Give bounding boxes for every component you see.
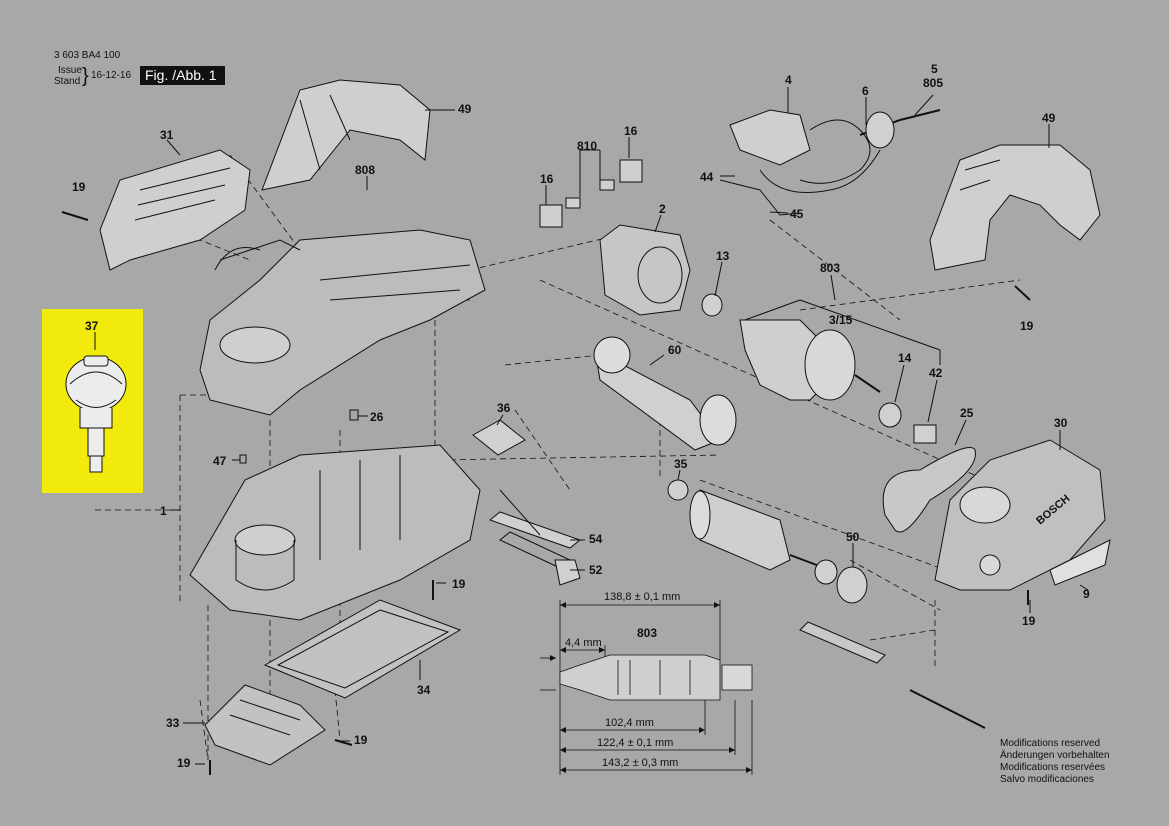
callout-44[interactable]: 44 [700, 170, 714, 184]
callout-30[interactable]: 30 [1054, 416, 1068, 430]
dimension-total-length: 138,8 ± 0,1 mm [604, 591, 681, 603]
issue-brace: } [82, 65, 89, 87]
notice-fr: Modifications reservées [1000, 762, 1106, 773]
dimension-length-1: 102,4 mm [605, 717, 654, 729]
callout-37[interactable]: 37 [85, 319, 99, 333]
callout-16[interactable]: 16 [540, 172, 554, 186]
callout-4[interactable]: 4 [785, 73, 792, 87]
callout-36[interactable]: 36 [497, 401, 511, 415]
callout-2[interactable]: 2 [659, 202, 666, 216]
callout-42[interactable]: 42 [929, 366, 943, 380]
callout-3-15[interactable]: 3/15 [829, 313, 853, 327]
callout-60[interactable]: 60 [668, 343, 682, 357]
issue-date: 16-12-16 [91, 70, 132, 81]
callout-803-dimension[interactable]: 803 [637, 626, 658, 640]
document-number: 3 603 BA4 100 [54, 50, 121, 61]
callout-19[interactable]: 19 [452, 577, 466, 591]
stand-label: Stand [54, 76, 81, 87]
notice-en: Modifications reserved [1000, 738, 1101, 749]
callout-19[interactable]: 19 [354, 733, 368, 747]
issue-label: Issue [58, 65, 82, 76]
notice-de: Änderungen vorbehalten [1000, 750, 1110, 761]
callout-31[interactable]: 31 [160, 128, 174, 142]
callout-14[interactable]: 14 [898, 351, 912, 365]
callout-9[interactable]: 9 [1083, 587, 1090, 601]
figure-label: Fig. /Abb. 1 [140, 66, 225, 85]
callout-35[interactable]: 35 [674, 457, 688, 471]
dimension-arrows [550, 602, 752, 773]
callout-45[interactable]: 45 [790, 207, 804, 221]
callout-25[interactable]: 25 [960, 406, 974, 420]
dimension-length-3: 143,2 ± 0,3 mm [602, 757, 679, 769]
callout-54[interactable]: 54 [589, 532, 603, 546]
callout-805[interactable]: 805 [923, 76, 944, 90]
callout-808[interactable]: 808 [355, 163, 376, 177]
callout-19[interactable]: 19 [177, 756, 191, 770]
callout-5[interactable]: 5 [931, 62, 938, 76]
dimension-shaft-offset: 4,4 mm [565, 637, 602, 649]
callout-47[interactable]: 47 [213, 454, 227, 468]
callout-50[interactable]: 50 [846, 530, 860, 544]
callout-52[interactable]: 52 [589, 563, 603, 577]
callout-1[interactable]: 1 [160, 504, 167, 518]
modifications-notice: Modifications reserved Änderungen vorbeh… [1000, 738, 1110, 786]
callout-26[interactable]: 26 [370, 410, 384, 424]
callout-33[interactable]: 33 [166, 716, 180, 730]
callout-19[interactable]: 19 [72, 180, 86, 194]
callout-6[interactable]: 6 [862, 84, 869, 98]
part-37-knob [65, 355, 127, 473]
callout-16[interactable]: 16 [624, 124, 638, 138]
callout-49[interactable]: 49 [1042, 111, 1056, 125]
callout-810[interactable]: 810 [577, 139, 598, 153]
dimension-length-2: 122,4 ± 0,1 mm [597, 737, 674, 749]
notice-es: Salvo modificaciones [1000, 774, 1094, 785]
callout-34[interactable]: 34 [417, 683, 431, 697]
callout-803[interactable]: 803 [820, 261, 841, 275]
callout-19[interactable]: 19 [1022, 614, 1036, 628]
callout-19[interactable]: 19 [1020, 319, 1034, 333]
callout-13[interactable]: 13 [716, 249, 730, 263]
callout-49[interactable]: 49 [458, 102, 472, 116]
